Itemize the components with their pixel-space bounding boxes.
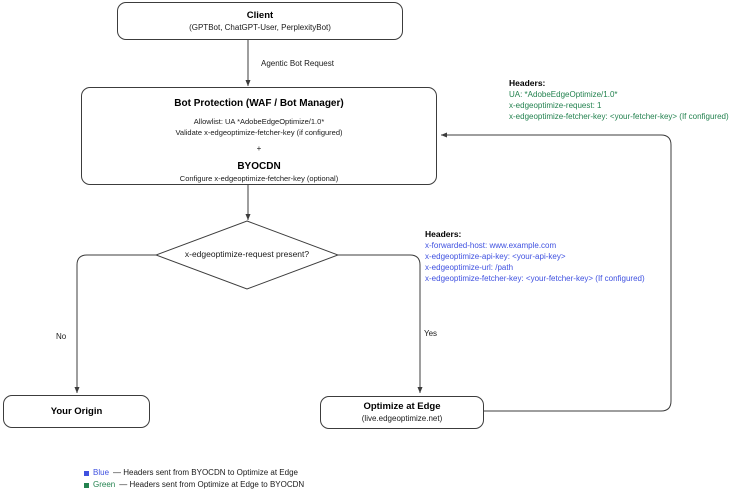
- headers-blue-line-0: x-forwarded-host: www.example.com: [425, 241, 557, 250]
- edge-decision-no: [74, 254, 157, 394]
- headers-green-line-0: UA: *AdobeEdgeOptimize/1.0*: [509, 90, 618, 99]
- legend-key-blue: Blue: [93, 468, 110, 477]
- legend-row-green: Green — Headers sent from Optimize at Ed…: [84, 479, 304, 491]
- headers-blue-line-2: x-edgeoptimize-url: /path: [425, 263, 514, 272]
- headers-green-block: Headers: UA: *AdobeEdgeOptimize/1.0* x-e…: [509, 77, 729, 122]
- node-bot-protection-line3: Configure x-edgeoptimize-fetcher-key (op…: [179, 173, 339, 183]
- node-optimize-at-edge[interactable]: Optimize at Edge (live.edgeoptimize.net): [320, 396, 484, 429]
- legend-text-blue: — Headers sent from BYOCDN to Optimize a…: [113, 468, 298, 477]
- node-bot-protection-byocdn-title: BYOCDN: [237, 160, 281, 172]
- node-bot-protection-line1: Allowlist: UA *AdobeEdgeOptimize/1.0*: [193, 117, 325, 127]
- headers-green-title: Headers:: [509, 78, 546, 88]
- node-decision-label: x-edgeoptimize-request present?: [184, 249, 310, 259]
- legend-swatch-blue: [84, 470, 89, 476]
- node-your-origin-title: Your Origin: [50, 406, 103, 417]
- headers-blue-block: Headers: x-forwarded-host: www.example.c…: [425, 228, 645, 284]
- legend: Blue — Headers sent from BYOCDN to Optim…: [84, 467, 304, 491]
- edge-decision-yes: [334, 254, 423, 394]
- node-client-subtitle: (GPTBot, ChatGPT-User, PerplexityBot): [189, 22, 331, 32]
- legend-key-green: Green: [93, 480, 116, 489]
- node-bot-protection-title: Bot Protection (WAF / Bot Manager): [174, 98, 344, 109]
- edge-label-yes: Yes: [424, 329, 438, 338]
- headers-green-line-2: x-edgeoptimize-fetcher-key: <your-fetche…: [509, 112, 729, 121]
- node-client[interactable]: Client (GPTBot, ChatGPT-User, Perplexity…: [117, 2, 403, 40]
- node-decision-shape[interactable]: [155, 220, 339, 290]
- node-bot-protection-line2: Validate x-edgeoptimize-fetcher-key (if …: [175, 128, 343, 138]
- headers-blue-line-3: x-edgeoptimize-fetcher-key: <your-fetche…: [425, 274, 645, 283]
- edge-label-agentic-bot-request: Agentic Bot Request: [261, 59, 334, 68]
- headers-green-line-1: x-edgeoptimize-request: 1: [509, 101, 602, 110]
- legend-row-blue: Blue — Headers sent from BYOCDN to Optim…: [84, 467, 304, 479]
- node-optimize-at-edge-subtitle: (live.edgeoptimize.net): [361, 414, 443, 423]
- node-optimize-at-edge-title: Optimize at Edge: [363, 401, 441, 412]
- edge-label-no: No: [56, 332, 67, 341]
- node-your-origin[interactable]: Your Origin: [3, 395, 150, 428]
- node-client-title: Client: [246, 9, 274, 21]
- node-bot-protection-plus: +: [256, 144, 262, 154]
- legend-swatch-green: [84, 482, 89, 488]
- headers-blue-line-1: x-edgeoptimize-api-key: <your-api-key>: [425, 252, 566, 261]
- legend-text-green: — Headers sent from Optimize at Edge to …: [119, 480, 305, 489]
- headers-blue-title: Headers:: [425, 229, 462, 239]
- node-bot-protection[interactable]: Bot Protection (WAF / Bot Manager) Allow…: [81, 87, 437, 185]
